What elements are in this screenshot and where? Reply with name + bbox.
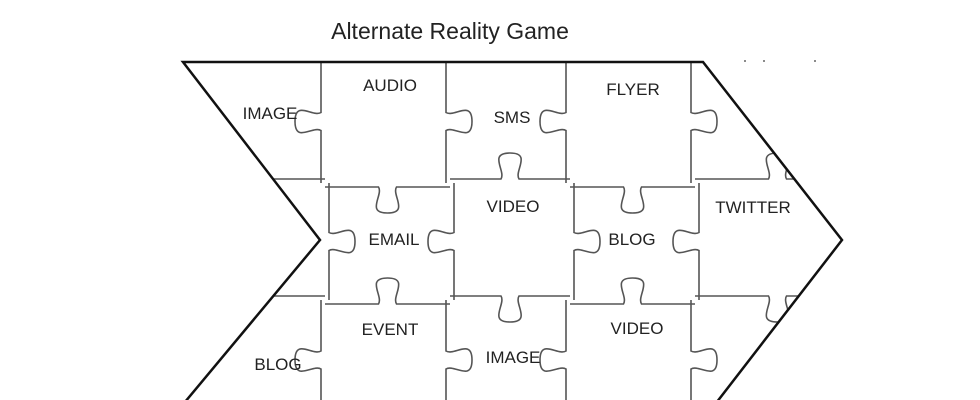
piece-edge [573, 183, 601, 300]
piece-label-event: EVENT [362, 320, 419, 339]
piece-label-image-2: IMAGE [486, 348, 541, 367]
piece-edge [294, 300, 322, 400]
piece-edge [450, 295, 570, 323]
piece-label-twitter: TWITTER [715, 198, 791, 217]
piece-label-video-2: VIDEO [611, 319, 664, 338]
arrow-outline [180, 60, 844, 400]
piece-label-sms: SMS [494, 108, 531, 127]
piece-edge [294, 62, 322, 183]
puzzle-piece-edges [170, 62, 842, 400]
piece-label-audio: AUDIO [363, 76, 417, 95]
piece-label-video: VIDEO [487, 197, 540, 216]
piece-edge [427, 183, 455, 300]
piece-edge [570, 277, 695, 305]
piece-edge [170, 152, 325, 180]
piece-edge [690, 300, 718, 400]
piece-label-email: EMAIL [368, 230, 419, 249]
stray-dots [744, 60, 816, 62]
piece-edge [695, 295, 842, 323]
piece-label-blog-2: BLOG [254, 355, 301, 374]
piece-edge [690, 62, 718, 183]
piece-edge [445, 300, 473, 400]
piece-edge [539, 62, 567, 183]
piece-edge [170, 295, 325, 323]
piece-edge [672, 183, 700, 300]
piece-label-blog: BLOG [608, 230, 655, 249]
piece-edge [570, 186, 695, 214]
piece-edge [328, 183, 356, 300]
piece-edge [539, 300, 567, 400]
piece-edge [450, 152, 570, 180]
diagram-title: Alternate Reality Game [331, 18, 569, 44]
piece-edge [445, 62, 473, 183]
piece-edge [325, 186, 450, 214]
piece-edge [325, 277, 450, 305]
piece-label-image: IMAGE [243, 104, 298, 123]
piece-label-flyer: FLYER [606, 80, 660, 99]
